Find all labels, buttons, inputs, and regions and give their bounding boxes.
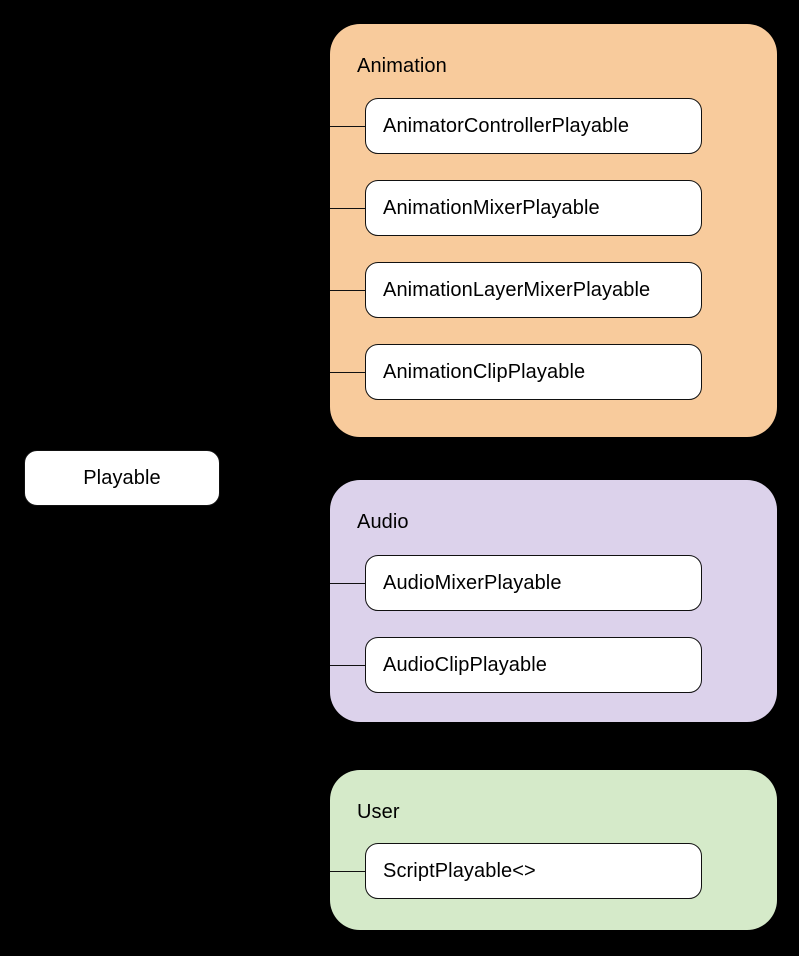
connector-animation-2 [330,290,365,291]
connector-animation-3 [330,372,365,373]
node-label: Playable [83,466,161,489]
connector-user-0 [330,871,365,872]
connector-animation-0 [330,126,365,127]
node-label: AudioMixerPlayable [383,571,562,594]
group-title-user: User [357,801,400,823]
node-animation-child-0: AnimatorControllerPlayable [365,98,702,154]
node-playable: Playable [24,450,220,506]
node-user-child-0: ScriptPlayable<> [365,843,702,899]
node-label: AnimatorControllerPlayable [383,114,630,137]
node-animation-child-1: AnimationMixerPlayable [365,180,702,236]
node-animation-child-3: AnimationClipPlayable [365,344,702,400]
node-label: AnimationLayerMixerPlayable [383,278,651,301]
node-audio-child-1: AudioClipPlayable [365,637,702,693]
group-title-animation: Animation [357,55,447,77]
node-label: ScriptPlayable<> [383,859,536,882]
connector-animation-1 [330,208,365,209]
connector-audio-0 [330,583,365,584]
group-title-audio: Audio [357,511,409,533]
node-label: AnimationMixerPlayable [383,196,600,219]
node-label: AudioClipPlayable [383,653,548,676]
node-audio-child-0: AudioMixerPlayable [365,555,702,611]
node-animation-child-2: AnimationLayerMixerPlayable [365,262,702,318]
node-label: AnimationClipPlayable [383,360,586,383]
connector-audio-1 [330,665,365,666]
